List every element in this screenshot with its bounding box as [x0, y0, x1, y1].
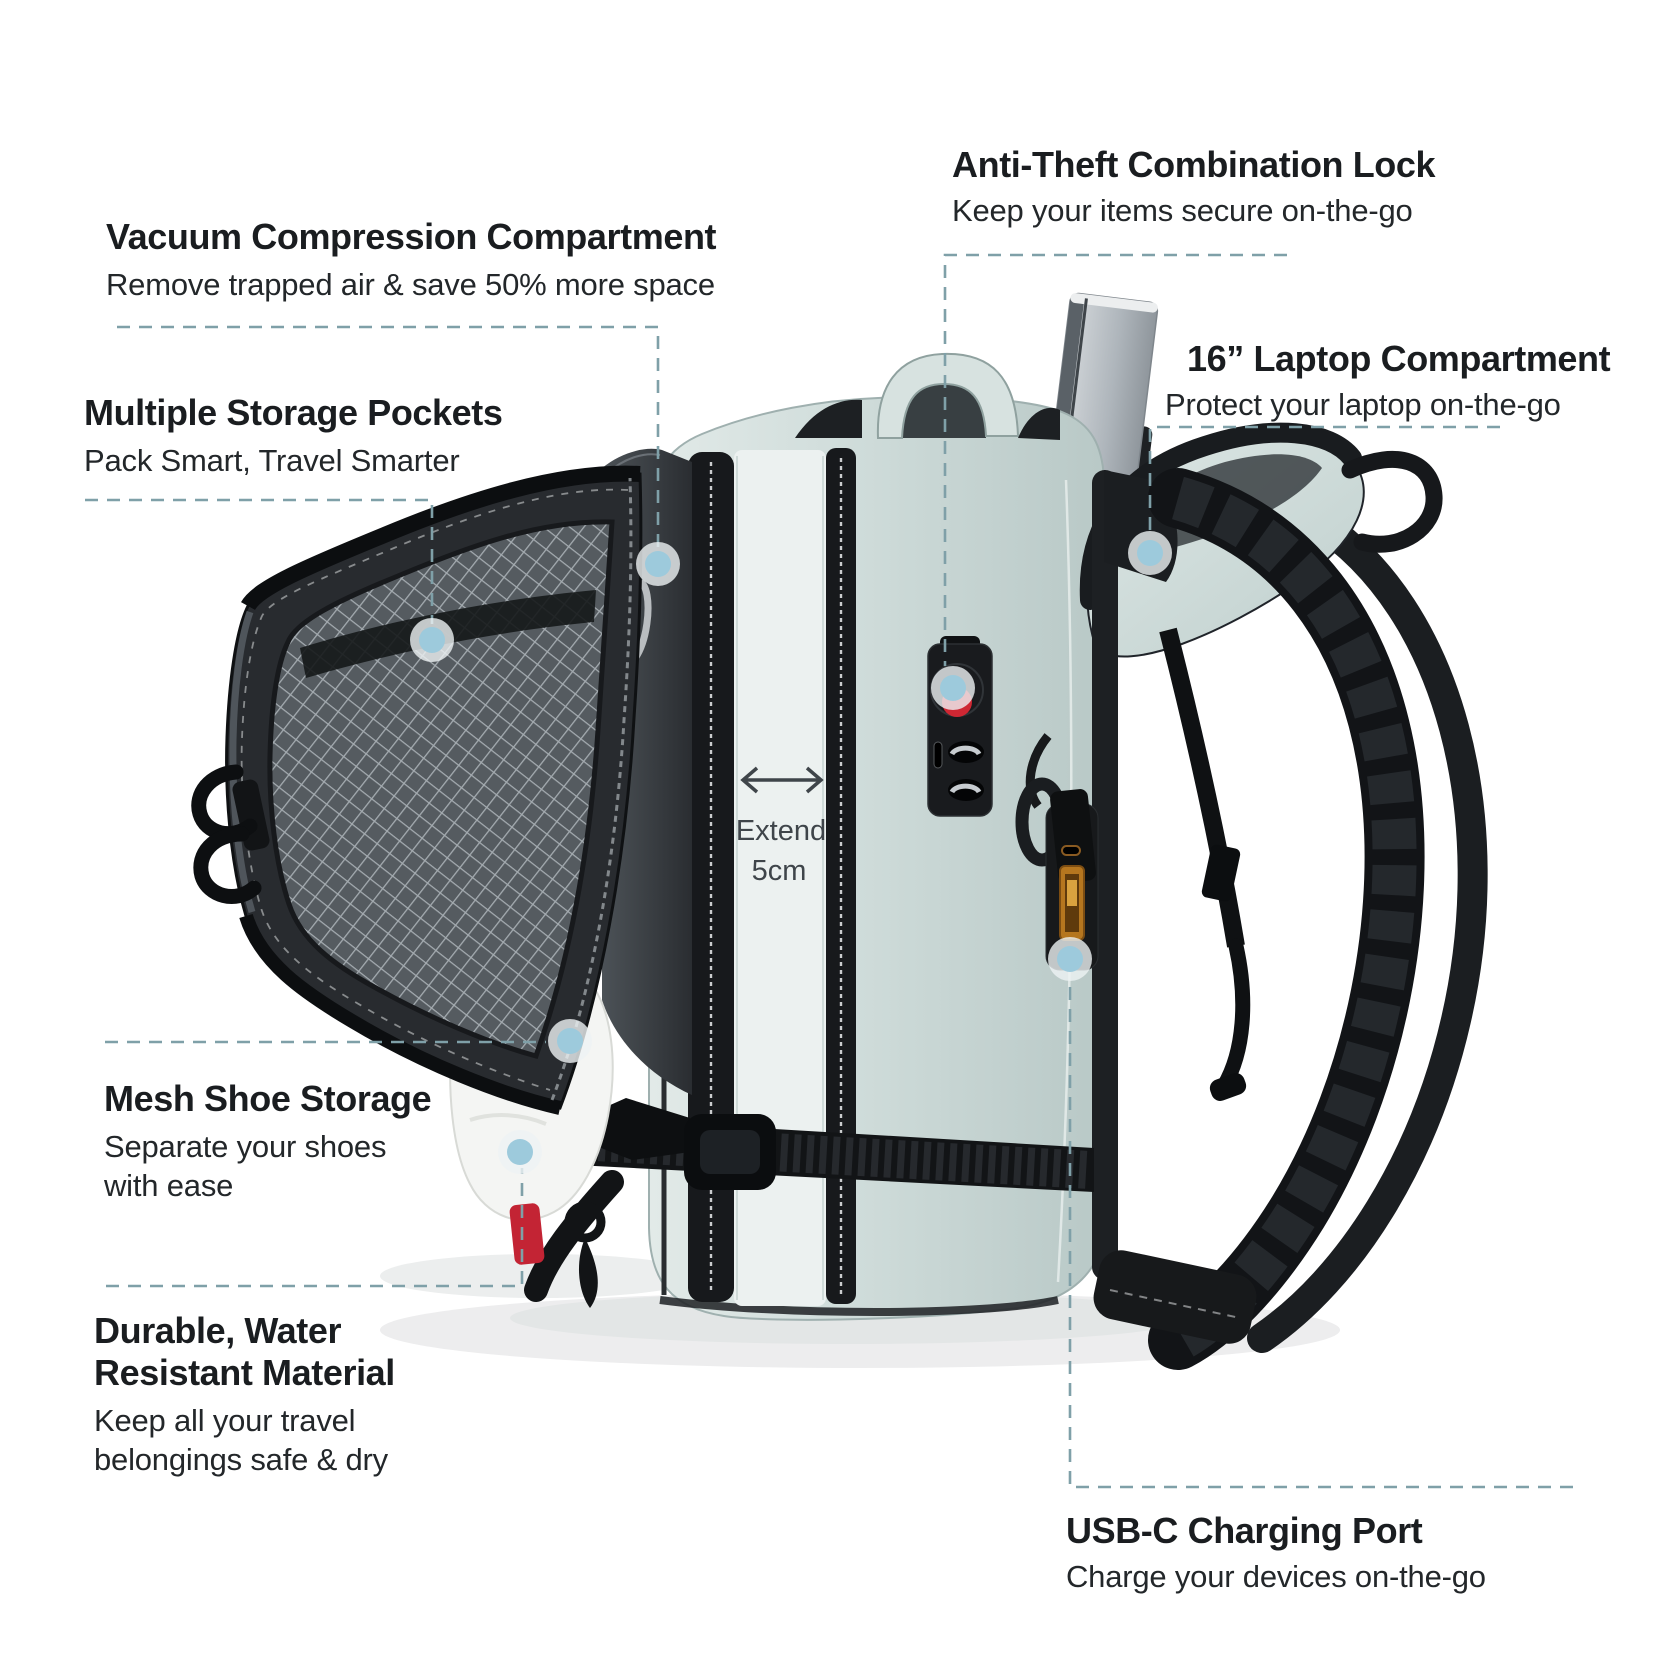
leader-usb: [1068, 987, 1577, 1489]
compression-strap: [524, 1098, 1094, 1308]
usb-port: [1015, 733, 1099, 971]
annotation-subtitle: Remove trapped air & save 50% more space: [106, 267, 715, 302]
mesh-flap: [191, 465, 643, 1115]
leader-vacuum: [117, 325, 660, 548]
marker-durable: [498, 1130, 542, 1174]
annotation-subtitle: Keep your items secure on-the-go: [952, 193, 1413, 228]
annotation-storage-pockets: Multiple Storage Pockets Pack Smart, Tra…: [84, 392, 503, 480]
leader-lines: [85, 253, 1577, 1489]
annotation-title: USB-C Charging Port: [1066, 1510, 1423, 1551]
marker-usb: [1048, 937, 1092, 981]
marker-laptop: [1128, 531, 1172, 575]
top-handle: [795, 352, 1060, 440]
annotation-subtitle: Separate your shoes with ease: [104, 1129, 387, 1203]
flap-buckle: [191, 764, 270, 904]
annotation-vacuum-compression: Vacuum Compression Compartment Remove tr…: [106, 216, 717, 304]
marker-mesh: [548, 1019, 592, 1063]
annotation-subtitle: Pack Smart, Travel Smarter: [84, 443, 460, 478]
annotation-laptop: 16” Laptop Compartment Protect your lapt…: [1165, 338, 1611, 424]
annotation-subtitle: Charge your devices on-the-go: [1066, 1559, 1486, 1594]
shoulder-strap: [1148, 468, 1425, 1370]
leader-pockets: [85, 498, 434, 624]
annotation-title: Multiple Storage Pockets: [84, 392, 503, 433]
extend-arrow-icon: [740, 766, 824, 794]
red-tab: [509, 1203, 545, 1265]
combination-lock: [927, 636, 993, 817]
strap-webbing: [1093, 627, 1257, 1344]
expansion-gusset: [661, 448, 856, 1306]
annotation-usb-c: USB-C Charging Port Charge your devices …: [1066, 1510, 1486, 1596]
extend-print: Extend 5cm: [736, 766, 826, 887]
annotation-title: Anti-Theft Combination Lock: [952, 144, 1436, 185]
flap-loop: [1341, 450, 1443, 553]
leader-laptop: [1148, 425, 1500, 535]
marker-pockets: [410, 618, 454, 662]
feature-markers: [410, 531, 1172, 1174]
usb-c-hole: [1061, 845, 1081, 856]
outer-strap: [1247, 505, 1488, 1353]
leader-anti-theft: [943, 253, 1287, 666]
leader-durable: [106, 1168, 524, 1288]
marker-vacuum: [636, 542, 680, 586]
annotation-mesh-shoe: Mesh Shoe Storage Separate your shoes wi…: [104, 1078, 432, 1205]
extend-label-2: 5cm: [752, 855, 807, 887]
annotation-anti-theft: Anti-Theft Combination Lock Keep your it…: [952, 144, 1436, 230]
annotation-durable: Durable, Water Resistant Material Keep a…: [94, 1310, 429, 1479]
annotation-subtitle: Protect your laptop on-the-go: [1165, 387, 1561, 422]
annotation-title: Mesh Shoe Storage: [104, 1078, 432, 1119]
extend-label-1: Extend: [736, 815, 826, 847]
annotation-title: Durable, Water Resistant Material: [94, 1310, 395, 1393]
annotation-title: Vacuum Compression Compartment: [106, 216, 717, 257]
annotation-subtitle: Keep all your travel belongings safe & d…: [94, 1403, 388, 1477]
annotation-title: 16” Laptop Compartment: [1187, 338, 1611, 379]
marker-anti-theft: [931, 666, 975, 710]
